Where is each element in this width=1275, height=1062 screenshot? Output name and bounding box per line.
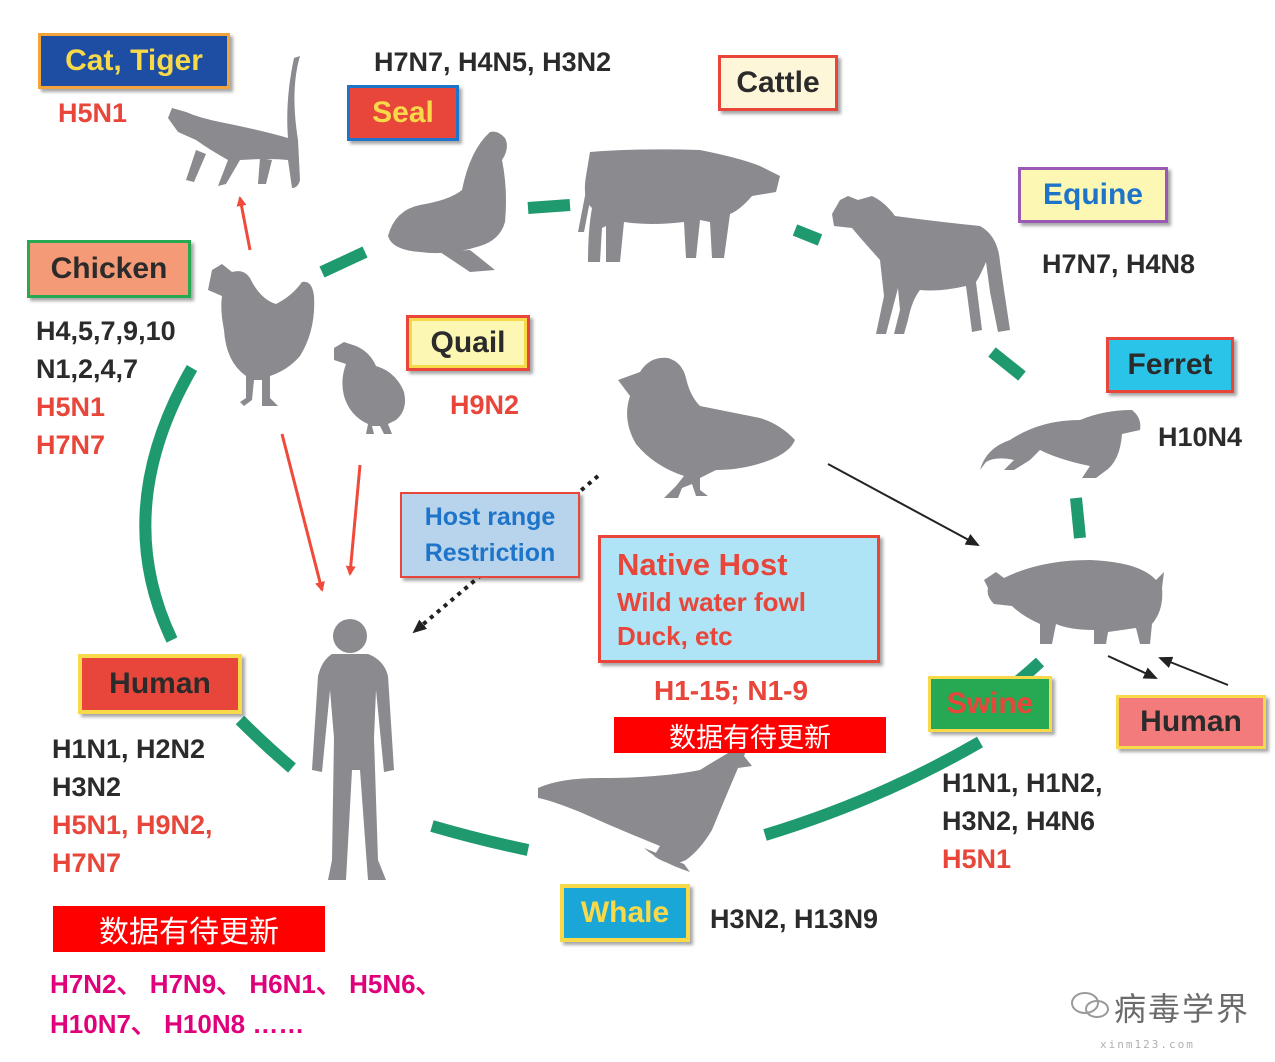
ring-segment (235, 715, 296, 773)
duck-icon (618, 357, 795, 498)
cattle-label: Cattle (718, 55, 838, 111)
quail-subtypes: H9N2 (450, 390, 520, 420)
ring-segment (1070, 497, 1086, 539)
human-left-label: Human (78, 654, 242, 714)
native-host-line1: Wild water fowl (617, 587, 806, 617)
ferret-label: Ferret (1106, 337, 1234, 393)
human-subtype-line: H1N1, H2N2 (52, 734, 206, 764)
ferret-icon (980, 410, 1141, 478)
native-host-line2: Duck, etc (617, 621, 733, 651)
quail-label: Quail (406, 315, 530, 371)
whale-label: Whale (560, 884, 690, 942)
ring-segment (527, 199, 571, 214)
pig-icon (984, 560, 1164, 644)
update-banner-center: 数据有待更新 (614, 717, 886, 754)
cat-icon (168, 56, 300, 188)
red-arrows (236, 196, 362, 592)
cat-tiger-label: Cat, Tiger (38, 33, 230, 89)
ferret-subtypes: H10N4 (1158, 422, 1243, 452)
equine-label: Equine (1018, 167, 1168, 223)
ring-segment (319, 246, 368, 278)
human-icon (312, 619, 394, 880)
wechat-icon (1071, 992, 1109, 1018)
ring-segment (430, 820, 530, 856)
human-subtype-line: H3N2 (52, 772, 122, 802)
host-range-line1: Host range (424, 503, 556, 531)
arrow-chicken-to-human (280, 433, 325, 592)
ring-segment (763, 736, 984, 841)
watermark-name: 病毒学界 (1114, 990, 1251, 1028)
native-host-box: Native Host Wild water fowl Duck, etc (598, 535, 880, 663)
chicken-subtypes: H4,5,7,9,10 N1,2,4,7 H5N1 H7N7 (36, 312, 176, 464)
chicken-subtype-line: H5N1 (36, 392, 106, 422)
update-banner-left: 数据有待更新 (53, 906, 325, 952)
human-subtype-line: H7N7 (52, 848, 122, 878)
horse-icon (832, 196, 1010, 334)
chicken-icon (208, 264, 315, 406)
swine-subtype-line: H3N2, H4N6 (942, 806, 1096, 836)
cat-tiger-subtypes: H5N1 (58, 98, 128, 128)
host-range-restriction-box: Host range Restriction (400, 492, 580, 578)
arrow-human-to-swine (1158, 656, 1229, 686)
seal-label: Seal (347, 85, 459, 141)
native-host-subtypes: H1-15; N1-9 (654, 675, 809, 706)
new-strains-text: H7N2、 H7N9、 H6N1、 H5N6、 H10N7、 H10N8 …… (50, 964, 442, 1044)
quail-icon (334, 342, 405, 434)
chicken-subtype-line: H7N7 (36, 430, 106, 460)
ring-segment (792, 224, 823, 246)
swine-subtype-line: H5N1 (942, 844, 1012, 874)
arrow-duck-to-swine (827, 463, 980, 546)
seal-icon (388, 131, 507, 272)
human-subtypes: H1N1, H2N2 H3N2 H5N1, H9N2, H7N7 (52, 730, 213, 882)
seal-subtypes: H7N7, H4N5, H3N2 (374, 47, 612, 77)
native-host-title: Native Host (617, 547, 788, 582)
watermark: 病毒学界 xinm123.com (1070, 962, 1266, 1054)
ring-segment (988, 347, 1026, 381)
swine-subtypes: H1N1, H1N2, H3N2, H4N6 H5N1 (942, 764, 1103, 878)
swine-label: Swine (928, 676, 1052, 732)
ring-segment (139, 365, 198, 643)
watermark-site: xinm123.com (1100, 1038, 1195, 1051)
whale-subtypes: H3N2, H13N9 (710, 904, 879, 934)
new-strains-line1: H7N2、 H7N9、 H6N1、 H5N6、 (50, 969, 442, 999)
equine-subtypes: H7N7, H4N8 (1042, 249, 1196, 279)
chicken-label: Chicken (27, 240, 191, 298)
cattle-icon (578, 149, 780, 262)
whale-icon (538, 746, 752, 872)
arrow-swine-to-human (1107, 655, 1158, 679)
chicken-subtype-line: H4,5,7,9,10 (36, 316, 176, 346)
arrow-chicken-to-cat (236, 196, 252, 251)
human-right-label: Human (1116, 695, 1266, 749)
chicken-subtype-line: N1,2,4,7 (36, 354, 139, 384)
human-subtype-line: H5N1, H9N2, (52, 810, 213, 840)
swine-subtype-line: H1N1, H1N2, (942, 768, 1103, 798)
arrow-quail-to-human (345, 464, 362, 576)
new-strains-line2: H10N7、 H10N8 …… (50, 1009, 305, 1039)
host-range-line2: Restriction (424, 539, 556, 567)
